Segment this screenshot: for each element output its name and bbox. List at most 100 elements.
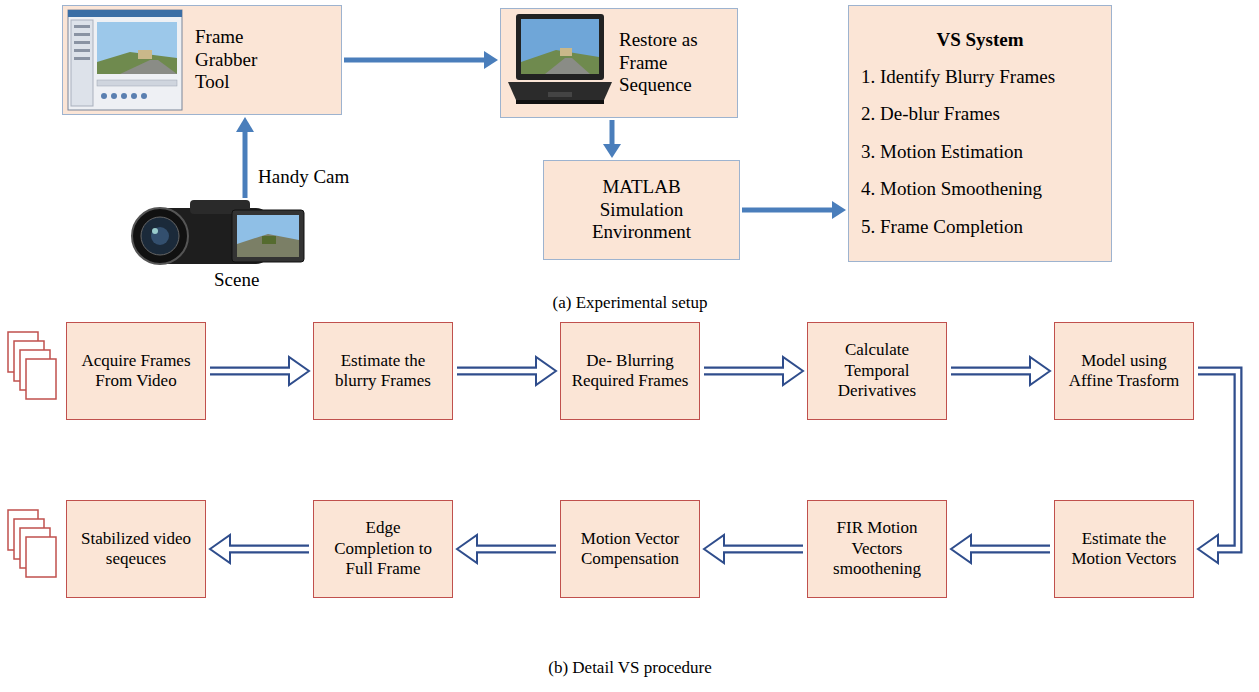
frame-stack-icon	[26, 537, 56, 577]
arrow-shaft	[1198, 371, 1238, 549]
box-heading: VS System	[861, 29, 1099, 52]
handycam-illustration	[237, 234, 299, 257]
flow-arrow	[704, 535, 803, 563]
handycam-illustration	[151, 227, 169, 245]
box-label: Calculate Temporal Derivatives	[818, 340, 936, 401]
box-ground	[62, 5, 738, 118]
frame-grabber-screenshot	[74, 41, 90, 44]
process-box: Edge Completion to Full Frame	[313, 500, 453, 598]
process-box: Estimate the Motion Vectors	[1054, 500, 1194, 598]
box-label: Model using Affine Trasform	[1065, 351, 1183, 392]
box-label: Estimate the Motion Vectors	[1065, 529, 1183, 570]
frame-grabber-screenshot	[68, 10, 182, 17]
laptop-illustration	[508, 82, 612, 100]
laptop-illustration	[545, 58, 590, 74]
frame-grabber-screenshot	[74, 33, 90, 36]
box-label: Edge Completion to Full Frame	[324, 518, 442, 579]
arrow-head	[484, 51, 498, 69]
frame-grabber-screenshot	[141, 93, 147, 99]
frame-grabber-screenshot	[74, 49, 90, 52]
process-box: De- Blurring Required Frames	[560, 322, 700, 420]
handycam-illustration	[152, 228, 158, 234]
flow-arrow	[344, 51, 498, 69]
arrow-channel	[1198, 371, 1238, 549]
arrow-head	[603, 144, 621, 158]
process-box: FIR Motion Vectors smoothening	[807, 500, 947, 598]
box-label: 1. Identify Blurry Frames	[861, 66, 1099, 89]
handycam-illustration	[132, 208, 188, 264]
frame-grabber-screenshot	[97, 22, 177, 74]
handycam-illustration	[132, 200, 304, 264]
device-label: Handy Cam	[258, 166, 349, 188]
box-label: Estimate the blurry Frames	[324, 351, 442, 392]
laptop-illustration	[548, 92, 572, 97]
figure-caption: (a) Experimental setup	[553, 293, 708, 313]
box-label: Acquire Frames From Video	[77, 351, 195, 392]
process-box: MATLAB Simulation Environment	[543, 160, 740, 260]
setup-arrow	[236, 117, 254, 132]
frame-grabber-screenshot	[138, 50, 152, 59]
arrow-channel	[227, 547, 309, 552]
process-box: Calculate Temporal Derivatives	[807, 322, 947, 420]
frame-grabber-screenshot	[131, 93, 137, 99]
box-label: 5. Frame Completion	[861, 216, 1099, 239]
box-label: 2. De-blur Frames	[861, 103, 1099, 126]
flow-arrow	[603, 120, 621, 158]
flow-arrow	[457, 535, 556, 563]
arrow-channel	[951, 369, 1033, 374]
arrow-shaft	[742, 208, 834, 213]
handycam-illustration	[237, 215, 299, 257]
flow-arrow	[951, 357, 1050, 385]
frame-grabber-screenshot	[68, 10, 182, 110]
arrow-channel	[968, 547, 1050, 552]
frame-grabber-screenshot	[97, 80, 177, 86]
arrow-head	[832, 201, 846, 219]
box-label: MATLAB Simulation Environment	[582, 176, 702, 244]
frame-stack-icon	[26, 359, 56, 399]
system-box: VS System 1. Identify Blurry Frames 2. De-…	[848, 5, 1112, 262]
arrow-shaft	[722, 545, 803, 554]
laptop-illustration	[516, 100, 604, 104]
tool-box: Frame Grabber Tool	[62, 5, 342, 115]
box-label: FIR Motion Vectors smoothening	[818, 518, 936, 579]
frame-grabber-screenshot	[74, 57, 90, 60]
laptop-illustration	[516, 14, 604, 80]
laptop-illustration	[508, 14, 612, 104]
box-label: Stabilized video seqeuces	[77, 529, 195, 570]
arrow-channel	[210, 369, 292, 374]
frame-grabber-screenshot	[121, 93, 127, 99]
arrow-channel	[474, 547, 556, 552]
box-label: Frame Grabber Tool	[195, 26, 275, 94]
arrow-shaft	[344, 58, 486, 63]
frame-grabber-screenshot	[101, 93, 107, 99]
box-label: Restore as Frame Sequence	[619, 29, 731, 97]
frame-grabber-screenshot	[111, 93, 117, 99]
figure-caption: (b) Detail VS procedure	[548, 658, 712, 678]
tool-box: Restore as Frame Sequence	[500, 8, 738, 118]
frame-grabber-screenshot	[71, 20, 93, 106]
handycam-illustration	[262, 236, 276, 244]
flow-arrow	[951, 535, 1050, 563]
laptop-illustration	[521, 19, 599, 74]
arrow-shaft	[210, 367, 291, 376]
frame-grabber-screenshot	[74, 25, 90, 28]
process-box: Acquire Frames From Video	[66, 322, 206, 420]
arrow-shaft	[228, 545, 309, 554]
arrow-shaft	[951, 367, 1032, 376]
laptop-illustration	[560, 48, 572, 56]
arrow-shaft	[610, 120, 615, 146]
box-label: Motion Vector Compensation	[571, 529, 689, 570]
flow-arrow	[210, 535, 309, 563]
arrow-channel	[457, 369, 539, 374]
frame-grabber-screenshot	[97, 52, 177, 74]
arrow-channel	[721, 547, 803, 552]
flow-arrow	[457, 357, 556, 385]
box-label: 3. Motion Estimation	[861, 141, 1099, 164]
setup-arrow	[236, 117, 254, 198]
frame-grabber-screenshot	[68, 10, 182, 110]
box-label: 4. Motion Smoothening	[861, 178, 1099, 201]
process-box: Model using Affine Trasform	[1054, 322, 1194, 420]
frame-grabber-screenshot	[120, 60, 177, 74]
box-ground	[500, 8, 738, 118]
